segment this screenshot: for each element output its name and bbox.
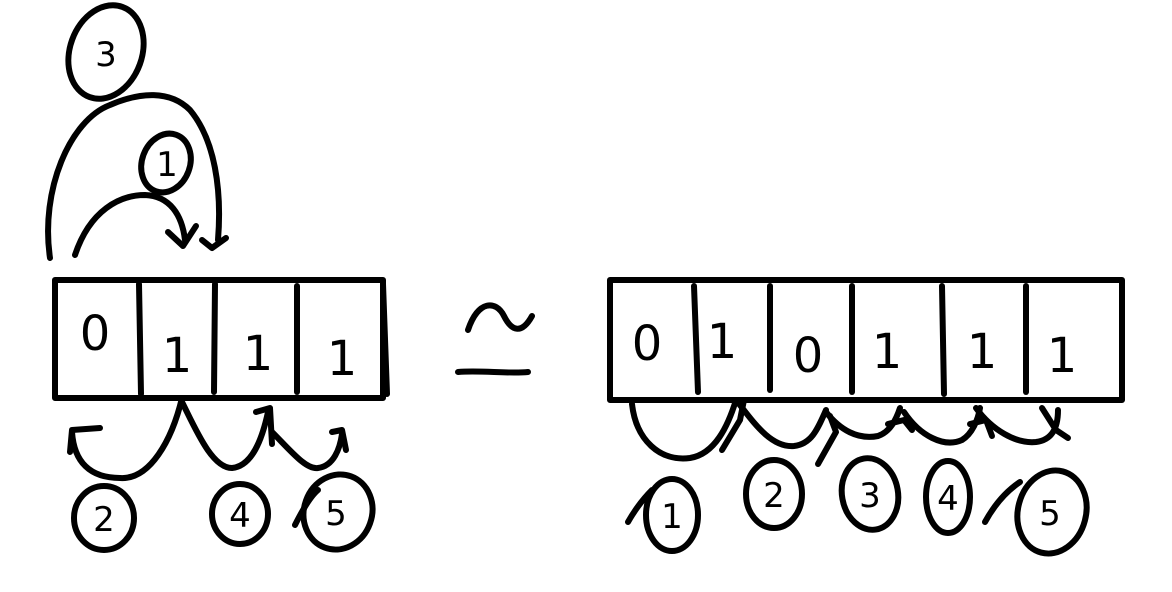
- arc-arrow-right-2: [733, 397, 829, 450]
- left-label-2: 2: [71, 483, 137, 553]
- right-array-divider: [939, 283, 947, 397]
- left-arrows-top: [45, 92, 229, 261]
- left-cell-2: 1: [243, 326, 274, 382]
- circle-outline: [71, 483, 137, 553]
- arrowhead-right-5: [1039, 405, 1071, 441]
- circle-outline: [923, 458, 973, 536]
- right-cell-4: 1: [967, 324, 998, 380]
- step-number: 3: [859, 476, 881, 516]
- left-label-1: 1: [138, 130, 194, 196]
- circle-outline: [209, 481, 271, 547]
- circle-outline: [838, 455, 902, 533]
- tail-stroke: [292, 487, 321, 528]
- circle-outline: [1014, 467, 1090, 557]
- tilde-stroke: [465, 302, 535, 333]
- right-cell-3: 1: [872, 324, 903, 380]
- right-array: 0 1 0 1 1 1: [607, 277, 1125, 403]
- arc-arrow-right-3: [823, 405, 903, 440]
- left-array-divider: [136, 281, 144, 397]
- circle-outline: [65, 2, 147, 102]
- arc-arrow-2: [69, 395, 185, 482]
- left-cell-1: 1: [162, 328, 193, 384]
- step-number: 2: [93, 500, 115, 540]
- right-label-1: 1: [625, 476, 701, 554]
- right-cell-1: 1: [707, 314, 738, 370]
- circle-outline: [643, 476, 701, 554]
- left-cell-0: 0: [80, 306, 111, 362]
- arrowhead-5: [329, 427, 349, 453]
- arrowhead-2: [67, 425, 103, 455]
- arrowhead-1: [165, 223, 199, 249]
- right-cell-0: 0: [632, 316, 663, 372]
- left-array: 0 1 1 1: [52, 277, 390, 401]
- left-label-5: 5: [292, 471, 376, 553]
- step-number: 4: [937, 479, 959, 519]
- step-number: 5: [1039, 494, 1061, 534]
- right-label-3: 3: [838, 455, 902, 533]
- right-cell-5: 1: [1047, 328, 1078, 384]
- arc-arrow-1: [72, 192, 188, 258]
- left-cell-3: 1: [327, 331, 358, 387]
- step-number: 1: [156, 145, 178, 185]
- right-label-2: 2: [743, 457, 805, 531]
- circle-outline: [743, 457, 805, 531]
- right-cell-2: 0: [793, 328, 824, 384]
- equivalence: ≃: [455, 302, 535, 376]
- step-number: 1: [661, 497, 683, 537]
- left-array-divider: [211, 281, 218, 395]
- tail-stroke: [982, 479, 1023, 525]
- step-number: 5: [325, 494, 347, 534]
- right-arrows-bottom: [629, 397, 1071, 467]
- right-label-5: 5: [982, 467, 1090, 557]
- step-number: 4: [229, 496, 251, 536]
- right-array-frame: [607, 277, 1125, 403]
- bar-stroke: [455, 368, 531, 376]
- arc-arrow-3: [45, 92, 223, 261]
- circle-outline: [138, 130, 194, 196]
- left-arrows-bottom: [67, 395, 349, 482]
- right-array-divider: [691, 283, 701, 395]
- arrowhead-3: [199, 235, 229, 251]
- step-number: 2: [763, 476, 785, 516]
- left-label-4: 4: [209, 481, 271, 547]
- arc-arrow-4: [179, 399, 271, 471]
- step-number: 3: [95, 35, 117, 75]
- arrowhead-right-3: [885, 417, 915, 433]
- arc-arrow-5: [269, 429, 345, 472]
- right-label-4: 4: [923, 458, 973, 536]
- tail-stroke: [625, 487, 655, 525]
- arc-arrow-right-1: [629, 397, 739, 462]
- left-label-3: 3: [65, 2, 147, 102]
- left-array-divider: [380, 281, 390, 397]
